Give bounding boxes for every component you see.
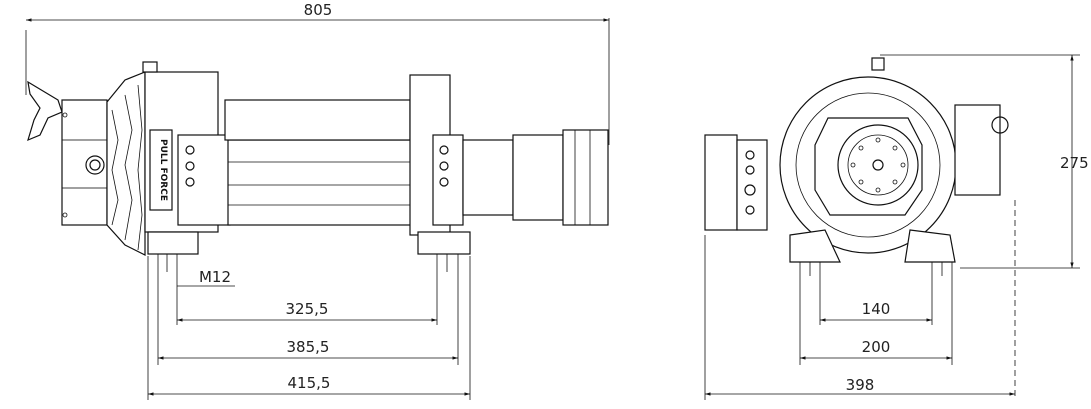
motor-adapter <box>462 139 514 216</box>
dim-140-label: 140 <box>862 300 891 318</box>
dim-805-label: 805 <box>304 1 333 19</box>
cable-drum <box>227 139 434 226</box>
gear-housing <box>106 71 146 256</box>
end-tie-bar <box>704 134 738 231</box>
end-motor-cap <box>954 104 1001 196</box>
dim-415-5-label: 415,5 <box>288 374 331 392</box>
end-flange <box>837 124 919 206</box>
dim-325-5-label: 325,5 <box>286 300 329 318</box>
end-foot-left <box>789 229 841 263</box>
side-view: 805 PULL FORCE <box>25 1 610 400</box>
hydraulic-motor <box>512 134 564 221</box>
end-foot-right <box>904 229 956 263</box>
dimension-overall-length: 805 <box>25 1 610 145</box>
motor-valve-block <box>562 129 609 226</box>
dim-200-label: 200 <box>862 338 891 356</box>
gearbox-end-cap <box>61 99 108 226</box>
foot-left <box>147 231 199 255</box>
dim-385-5-label: 385,5 <box>287 338 330 356</box>
end-breather <box>871 57 885 71</box>
clutch-handle <box>27 80 63 142</box>
drain-plug <box>85 155 105 175</box>
foot-right <box>417 231 471 255</box>
top-breather <box>142 61 158 73</box>
brand-label: PULL FORCE <box>158 139 168 201</box>
dim-398-label: 398 <box>846 376 875 394</box>
dim-m12-label: M12 <box>199 268 231 286</box>
mounting-bolts <box>157 254 459 272</box>
dim-275-label: 275 <box>1060 154 1089 172</box>
top-frame <box>224 99 411 141</box>
brand-plate <box>149 129 173 211</box>
end-view: 275 <box>704 54 1089 400</box>
